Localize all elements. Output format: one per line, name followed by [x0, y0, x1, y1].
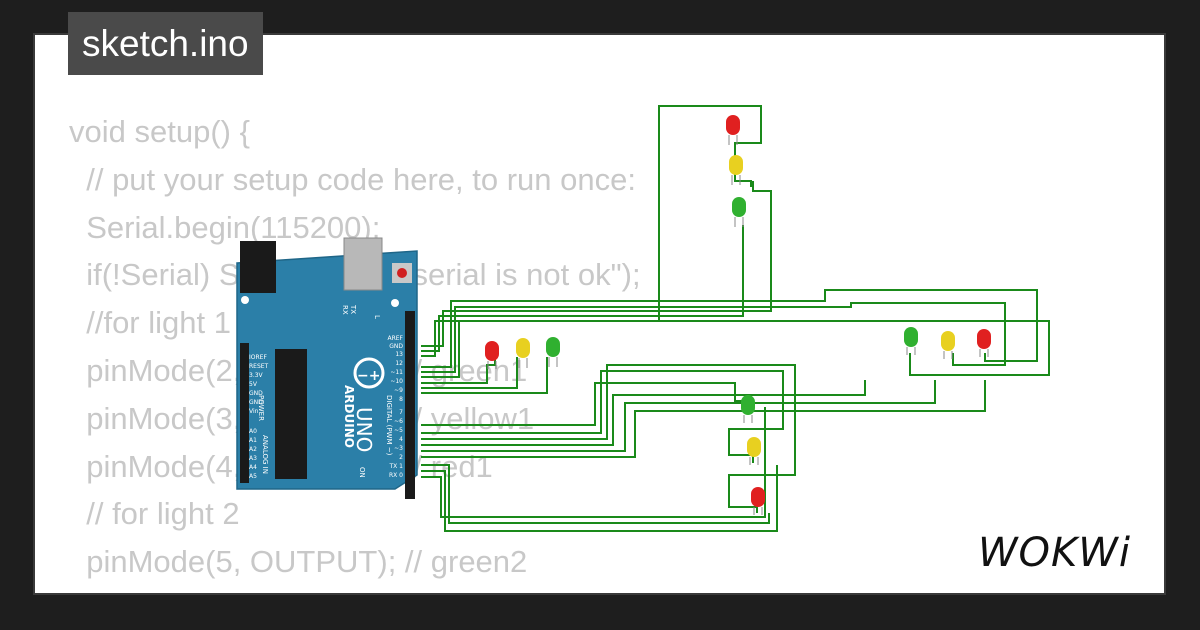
power-jack — [240, 241, 276, 293]
mount-hole — [391, 299, 399, 307]
pin-label: 2 — [399, 454, 403, 461]
pin-label: GND — [249, 399, 263, 406]
pin-label: ~9 — [394, 387, 403, 394]
pin-label: ~6 — [394, 418, 403, 425]
led-green[interactable] — [732, 197, 746, 227]
pin-label: ~10 — [390, 378, 403, 385]
led-group-middle — [485, 337, 560, 369]
code-line: void setup() { — [69, 114, 250, 149]
pin-label: A2 — [249, 446, 257, 453]
pin-label: TX 1 — [389, 463, 404, 470]
pin-label: 7 — [399, 409, 403, 416]
arduino-logo-icon — [353, 357, 385, 389]
led-green[interactable] — [546, 337, 560, 367]
pin-label: 8 — [399, 396, 403, 403]
led-red[interactable] — [751, 487, 765, 515]
circuit-diagram: −+ ARDUINO UNO DIGITAL (PWM ~) POWER ANA… — [236, 105, 1050, 532]
analog-pin-labels: A0 A1 A2 A3 A4 A5 — [249, 428, 257, 480]
analog-header — [240, 423, 249, 483]
pin-label: GND — [249, 390, 263, 397]
code-line: Serial.begin(115200); — [69, 209, 381, 245]
pin-label: 5V — [249, 381, 258, 388]
power-header — [240, 343, 249, 423]
digital-header — [405, 311, 415, 499]
arduino-logo-text: ARDUINO — [342, 385, 356, 448]
pin-label: ~11 — [390, 369, 403, 376]
pin-label: ~3 — [394, 445, 403, 452]
power-pin-labels: IOREF RESET 3.3V 5V GND GND Vin — [249, 354, 269, 415]
pin-label: A0 — [249, 428, 257, 435]
led-green[interactable] — [741, 395, 755, 423]
l-led-label: L — [373, 315, 381, 319]
arduino-logo-symbols: −+ — [357, 368, 380, 384]
on-led-label: ON — [358, 467, 366, 478]
pin-label: 12 — [395, 360, 403, 367]
usb-port — [343, 237, 383, 291]
pin-label: ~5 — [394, 427, 403, 434]
digital-pin-labels: AREF GND 13 12 ~11 ~10 ~9 8 7 ~6 ~5 4 ~3… — [387, 335, 403, 479]
preview-card: void setup() { // put your setup code he… — [33, 33, 1166, 595]
code-line: //for light 1 — [69, 305, 231, 341]
digital-label: DIGITAL (PWM ~) — [385, 395, 393, 456]
atmega-chip — [275, 349, 307, 479]
code-line: pinMode(6, OUTPUT); // yellow2 — [69, 586, 641, 593]
wokwi-logo: WOKWi — [978, 530, 1131, 576]
pin-label: A4 — [249, 464, 257, 471]
arduino-uno-board[interactable]: −+ ARDUINO UNO DIGITAL (PWM ~) POWER ANA… — [236, 237, 418, 499]
led-yellow[interactable] — [941, 331, 955, 359]
pin-label: RESET — [249, 363, 269, 370]
led-group-bottom — [741, 395, 765, 515]
pin-label: A5 — [249, 473, 257, 480]
led-group-right — [904, 327, 991, 359]
filename-tab[interactable]: sketch.ino — [68, 12, 263, 75]
pin-label: A3 — [249, 455, 257, 462]
pin-label: 4 — [399, 436, 403, 443]
code-line: pinMode(5, OUTPUT); // green2 — [69, 544, 528, 580]
pin-label: IOREF — [249, 354, 267, 361]
code-line: // for light 2 — [69, 496, 240, 532]
reset-button-cap — [397, 268, 407, 278]
led-yellow[interactable] — [747, 437, 761, 465]
tx-led-label: TX — [349, 304, 357, 314]
code-line: // put your setup code here, to run once… — [69, 161, 636, 197]
mount-hole — [241, 296, 249, 304]
pin-label: AREF — [387, 335, 403, 342]
pin-label: 3.3V — [249, 372, 264, 379]
led-green[interactable] — [904, 327, 918, 355]
led-group-top — [726, 115, 746, 227]
led-red[interactable] — [977, 329, 991, 357]
power-label: POWER — [257, 395, 265, 421]
pin-label: RX 0 — [389, 472, 403, 479]
pin-label: Vin — [249, 408, 259, 415]
pin-label: A1 — [249, 437, 257, 444]
led-yellow[interactable] — [729, 155, 743, 185]
pin-label: GND — [389, 343, 403, 350]
led-yellow[interactable] — [516, 338, 530, 368]
led-red[interactable] — [726, 115, 740, 145]
board-model: UNO — [352, 407, 376, 452]
wokwi-logo-text: WOKWi — [978, 530, 1131, 576]
analog-label: ANALOG IN — [261, 435, 269, 474]
pin-label: 13 — [395, 351, 403, 358]
rx-led-label: RX — [341, 305, 349, 315]
led-red[interactable] — [485, 341, 499, 369]
